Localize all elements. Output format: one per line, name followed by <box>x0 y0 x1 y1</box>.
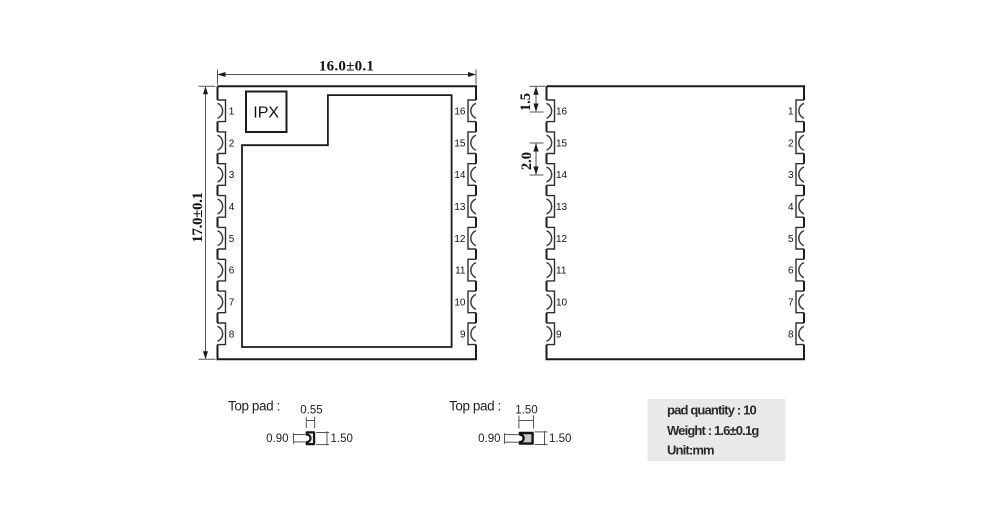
svg-text:5: 5 <box>229 234 235 245</box>
svg-text:7: 7 <box>229 298 235 309</box>
svg-text:13: 13 <box>454 202 466 213</box>
svg-text:15: 15 <box>556 138 568 149</box>
svg-text:5: 5 <box>788 234 794 245</box>
svg-text:2: 2 <box>229 138 235 149</box>
svg-text:0.90: 0.90 <box>266 433 288 445</box>
svg-text:1.5: 1.5 <box>518 93 534 111</box>
svg-text:8: 8 <box>788 329 794 340</box>
svg-text:11: 11 <box>455 266 466 277</box>
svg-text:1.50: 1.50 <box>331 433 353 445</box>
svg-text:Top pad :: Top pad : <box>228 399 280 414</box>
svg-text:1.50: 1.50 <box>549 433 571 445</box>
svg-text:2: 2 <box>788 138 794 149</box>
svg-text:16: 16 <box>454 106 466 117</box>
svg-text:0.90: 0.90 <box>478 433 500 445</box>
svg-text:8: 8 <box>229 329 235 340</box>
svg-text:9: 9 <box>556 329 562 340</box>
svg-text:13: 13 <box>556 202 568 213</box>
svg-text:1: 1 <box>788 106 794 117</box>
svg-text:17.0±0.1: 17.0±0.1 <box>190 192 206 242</box>
svg-text:12: 12 <box>454 234 466 245</box>
svg-text:3: 3 <box>788 170 794 181</box>
svg-text:11: 11 <box>556 266 567 277</box>
svg-text:3: 3 <box>229 170 235 181</box>
svg-text:14: 14 <box>454 170 466 181</box>
svg-text:1: 1 <box>229 106 235 117</box>
svg-text:Weight : 1.6±0.1g: Weight : 1.6±0.1g <box>667 423 759 438</box>
svg-text:2.0: 2.0 <box>519 152 535 170</box>
svg-text:16.0±0.1: 16.0±0.1 <box>319 59 374 75</box>
svg-text:7: 7 <box>788 298 794 309</box>
svg-text:15: 15 <box>454 138 466 149</box>
svg-text:9: 9 <box>460 329 466 340</box>
svg-text:Top pad :: Top pad : <box>449 399 501 414</box>
svg-text:pad quantity : 10: pad quantity : 10 <box>667 402 756 417</box>
svg-text:IPX: IPX <box>253 105 279 122</box>
svg-text:10: 10 <box>454 298 466 309</box>
svg-text:6: 6 <box>229 266 235 277</box>
svg-text:4: 4 <box>229 202 235 213</box>
svg-text:12: 12 <box>556 234 568 245</box>
svg-text:14: 14 <box>556 170 568 181</box>
svg-text:6: 6 <box>788 266 794 277</box>
svg-text:16: 16 <box>556 106 568 117</box>
svg-text:Unit:mm: Unit:mm <box>667 443 714 458</box>
svg-text:4: 4 <box>788 202 794 213</box>
svg-text:10: 10 <box>556 298 568 309</box>
svg-text:1.50: 1.50 <box>515 405 537 417</box>
svg-text:0.55: 0.55 <box>300 405 322 417</box>
